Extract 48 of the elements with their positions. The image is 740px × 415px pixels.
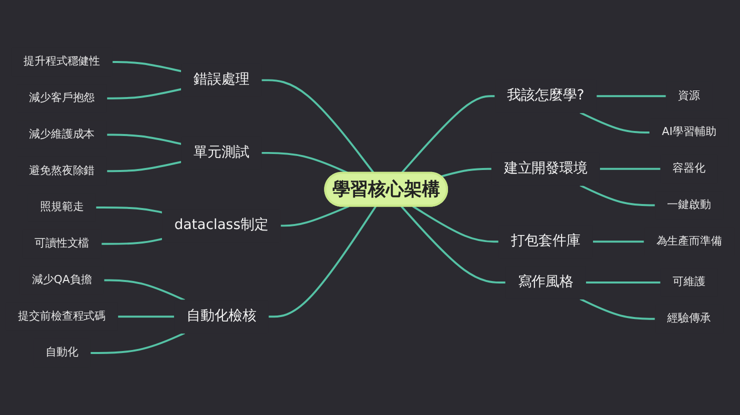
connector: [96, 206, 163, 214]
node-text: 可維護: [672, 275, 706, 288]
node-text: 打包套件庫: [510, 233, 581, 250]
node-text: 自動化: [45, 346, 78, 359]
node-text: 自動化檢核: [186, 308, 256, 324]
node-text: 為生產而準備: [656, 234, 722, 248]
connector: [261, 152, 350, 174]
node-text: 經驗傳承: [667, 312, 712, 325]
connector: [118, 316, 175, 318]
node-text: 照規範走: [40, 200, 84, 214]
connector: [112, 61, 182, 72]
connector: [596, 95, 666, 98]
node-text: 單元測試: [193, 144, 250, 160]
node-text: 資源: [678, 88, 700, 102]
connector: [106, 88, 182, 100]
connector: [400, 95, 496, 174]
node-text: 減少維護成本: [28, 128, 95, 140]
node-text: 避免熬夜除錯: [28, 164, 95, 177]
connector: [412, 205, 499, 243]
connector: [440, 168, 492, 178]
node-text: 減少客戶抱怨: [28, 91, 95, 104]
connector: [592, 240, 644, 243]
connector: [261, 79, 375, 174]
node-text: 可讀性文檔: [34, 236, 90, 250]
node-text: 寫作風格: [518, 274, 574, 290]
connector: [106, 160, 182, 172]
node-text: 一鍵啟動: [667, 198, 712, 211]
connector: [268, 206, 377, 318]
connector: [101, 238, 163, 245]
connector: [599, 168, 661, 170]
connector: [106, 134, 182, 145]
node-text: 提交前檢查程式碼: [18, 309, 106, 322]
connector: [280, 205, 350, 227]
connector: [104, 279, 186, 302]
node-text: 提升程式穩健性: [23, 54, 100, 68]
node-text: 我該怎麼學?: [507, 88, 584, 104]
connector: [580, 112, 650, 134]
node-text: dataclass制定: [174, 217, 268, 234]
connector: [400, 206, 506, 284]
connector: [90, 332, 186, 354]
connector: [580, 184, 656, 206]
node-text: 減少QA負擔: [32, 273, 92, 286]
connector: [580, 298, 656, 320]
node-text: 建立開發環境: [504, 160, 588, 176]
node-text: 錯誤處理: [193, 72, 250, 88]
node-text: 容器化: [672, 162, 706, 175]
node-text: AI學習輔助: [662, 125, 716, 138]
connector: [586, 282, 661, 284]
